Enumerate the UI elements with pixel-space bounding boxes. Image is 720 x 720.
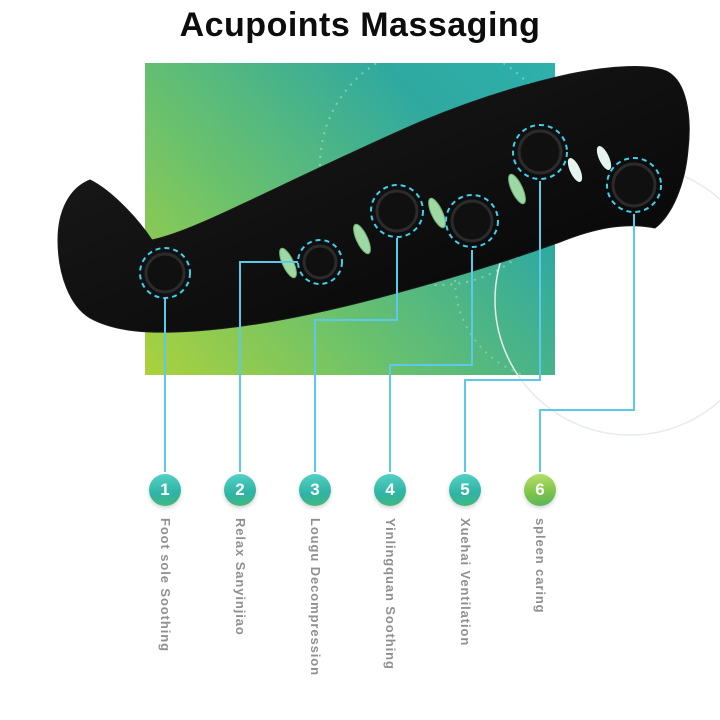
acupoint-label-4: Yinlingquan Soothing xyxy=(383,518,398,670)
acupoint-badge-2: 2 xyxy=(224,474,256,506)
acupoint-badge-4: 4 xyxy=(374,474,406,506)
acupoint-label-6: spleen caring xyxy=(533,518,548,614)
acupoint-rings xyxy=(139,124,662,299)
acupoint-badge-5: 5 xyxy=(449,474,481,506)
acupoint-badge-6: 6 xyxy=(524,474,556,506)
acupoint-label-1: Foot sole Soothing xyxy=(158,518,173,652)
acupoint-label-2: Relax Sanyinjiao xyxy=(233,518,248,636)
callout-lines xyxy=(164,181,635,472)
vent-slots xyxy=(279,173,526,279)
acupoint-label-3: Lougu Decompression xyxy=(308,518,323,676)
white-slots xyxy=(567,146,612,182)
acupoint-badge-1: 1 xyxy=(149,474,181,506)
acupoint-label-5: Xuehai Ventilation xyxy=(458,518,473,647)
page-title: Acupoints Massaging xyxy=(179,6,541,44)
acupoint-badge-3: 3 xyxy=(299,474,331,506)
air-pods xyxy=(144,129,657,294)
